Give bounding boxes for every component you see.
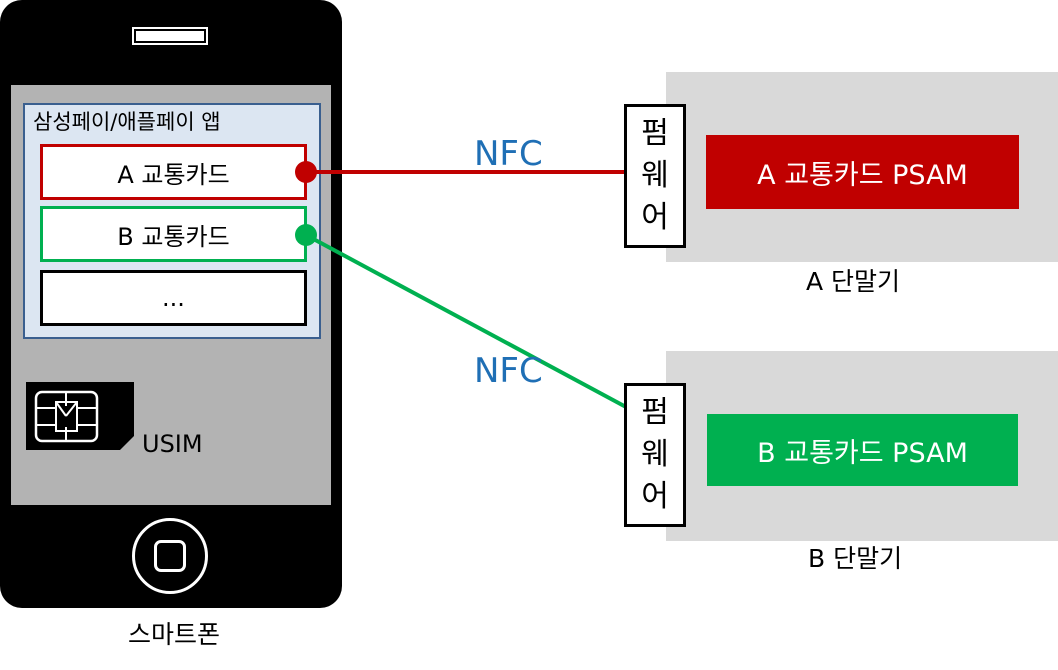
firmware-a-char: 웨 — [641, 158, 669, 193]
card-b: B 교통카드 — [40, 206, 307, 262]
smartphone-label: 스마트폰 — [128, 620, 221, 649]
firmware-b-char: 펌 — [641, 395, 669, 430]
firmware-a-char: 어 — [641, 200, 669, 235]
firmware-b-char: 어 — [641, 479, 669, 514]
usim-icon — [26, 382, 134, 450]
usim-label: USIM — [142, 430, 203, 458]
psam-b-box: B 교통카드 PSAM — [707, 414, 1018, 486]
nfc-label-a: NFC — [474, 134, 543, 174]
home-button — [132, 518, 208, 594]
home-button-icon — [154, 540, 186, 572]
firmware-a-box: 펌 웨 어 — [624, 104, 686, 248]
psam-a-box: A 교통카드 PSAM — [706, 135, 1019, 209]
speaker-slot — [132, 27, 208, 45]
card-a: A 교통카드 — [40, 144, 307, 200]
payment-app-title: 삼성페이/애플페이 앱 — [33, 110, 221, 134]
firmware-b-box: 펌 웨 어 — [624, 383, 686, 527]
firmware-a-char: 펌 — [641, 116, 669, 151]
terminal-b-label: B 단말기 — [808, 544, 903, 573]
nfc-label-b: NFC — [474, 351, 543, 391]
firmware-b-char: 웨 — [641, 437, 669, 472]
card-more: ... — [40, 270, 307, 326]
terminal-a-label: A 단말기 — [806, 267, 901, 296]
